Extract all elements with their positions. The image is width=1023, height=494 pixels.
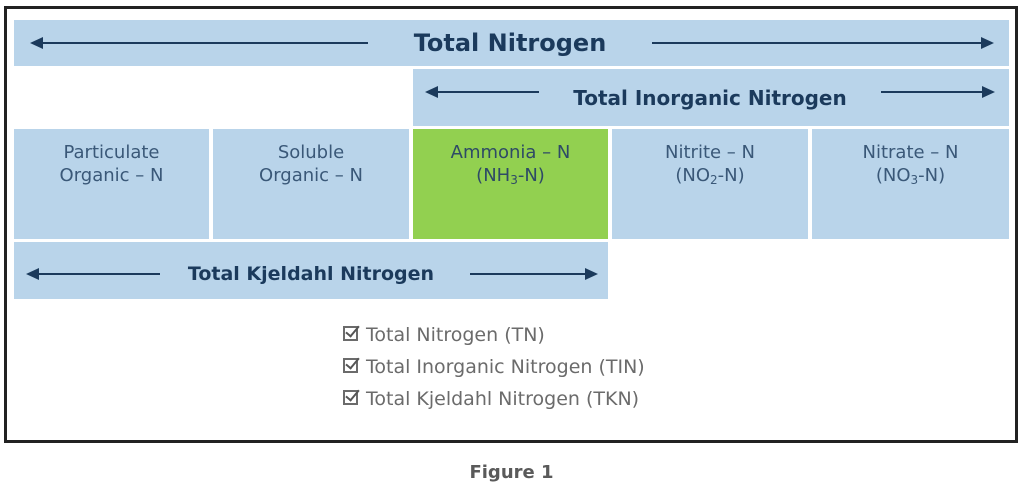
checkbox-checked-icon [343, 357, 358, 373]
formula-prefix: (NH [476, 165, 511, 186]
left-arrow-icon [30, 37, 368, 49]
legend-item: Total Kjeldahl Nitrogen (TKN) [343, 383, 645, 415]
component-formula: (NH3-N) [413, 164, 608, 187]
component-label-line1: Nitrate – N [862, 142, 959, 163]
particulate-organic-n-box: Particulate Organic – N [14, 129, 209, 239]
figure-caption: Figure 1 [469, 462, 554, 483]
nitrite-n-box: Nitrite – N (NO2-N) [612, 129, 808, 239]
left-arrow-icon [26, 268, 160, 280]
formula-suffix: -N) [717, 165, 745, 186]
component-label-line1: Soluble [277, 142, 345, 163]
total-nitrogen-label: Total Nitrogen [413, 29, 607, 57]
checkbox-checked-icon [343, 325, 358, 341]
component-label-line1: Particulate [63, 142, 160, 163]
component-label-line1: Ammonia – N [450, 142, 571, 163]
ammonia-n-box: Ammonia – N (NH3-N) [413, 129, 608, 239]
diagram-frame: Total Nitrogen Total Inorganic Nitrogen … [4, 6, 1018, 443]
formula-subscript: 3 [910, 173, 919, 187]
total-inorganic-nitrogen-label: Total Inorganic Nitrogen [573, 85, 847, 110]
total-nitrogen-band: Total Nitrogen [14, 20, 1009, 66]
left-arrow-icon [425, 86, 539, 98]
total-kjeldahl-nitrogen-band: Total Kjeldahl Nitrogen [14, 242, 608, 299]
legend-label: Total Kjeldahl Nitrogen (TKN) [366, 388, 640, 410]
component-label-line1: Nitrite – N [665, 142, 755, 163]
legend: Total Nitrogen (TN) Total Inorganic Nitr… [343, 319, 645, 415]
component-label-line2: Organic – N [259, 165, 363, 186]
right-arrow-icon [881, 86, 995, 98]
legend-label: Total Nitrogen (TN) [366, 324, 545, 346]
component-label-line2: Organic – N [59, 165, 164, 186]
total-inorganic-nitrogen-band: Total Inorganic Nitrogen [413, 69, 1009, 126]
component-formula: (NO2-N) [612, 164, 808, 187]
formula-prefix: (NO [875, 165, 911, 186]
right-arrow-icon [652, 37, 994, 49]
nitrate-n-box: Nitrate – N (NO3-N) [812, 129, 1009, 239]
legend-label: Total Inorganic Nitrogen (TIN) [366, 356, 645, 378]
total-kjeldahl-nitrogen-label: Total Kjeldahl Nitrogen [187, 262, 435, 285]
checkbox-checked-icon [343, 389, 358, 405]
legend-item: Total Inorganic Nitrogen (TIN) [343, 351, 645, 383]
legend-item: Total Nitrogen (TN) [343, 319, 645, 351]
formula-subscript: 2 [710, 173, 718, 187]
component-formula: (NO3-N) [812, 164, 1009, 187]
formula-suffix: -N) [517, 165, 545, 186]
right-arrow-icon [470, 268, 598, 280]
formula-subscript: 3 [510, 173, 518, 187]
soluble-organic-n-box: Soluble Organic – N [213, 129, 409, 239]
formula-prefix: (NO [675, 165, 711, 186]
formula-suffix: -N) [918, 165, 946, 186]
